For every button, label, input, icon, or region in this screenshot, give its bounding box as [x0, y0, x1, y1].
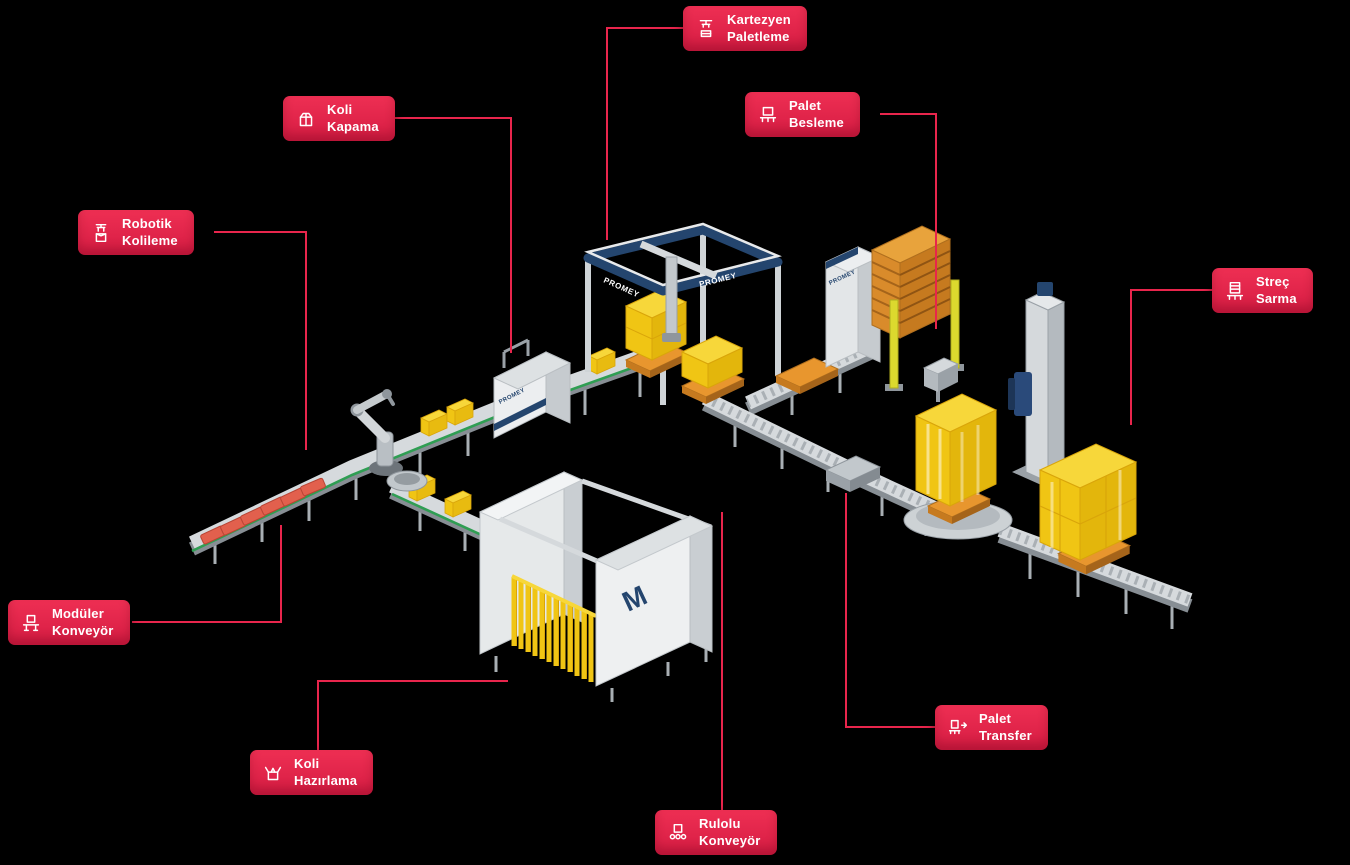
modular-conveyor-icon [19, 611, 43, 635]
label-text: Streç Sarma [1256, 273, 1297, 306]
box-sealing-icon [294, 107, 318, 131]
stretch-wrapping-icon [1223, 279, 1247, 303]
label-palet-transfer[interactable]: Palet Transfer [935, 705, 1048, 750]
control-pedestal [922, 357, 960, 402]
connector-palet-besleme [880, 113, 937, 329]
wrapped-pallet-load [914, 393, 998, 525]
connector-moduler-konveyor [132, 525, 282, 623]
label-text: Palet Besleme [789, 97, 844, 130]
label-strec-sarma[interactable]: Streç Sarma [1212, 268, 1313, 313]
connector-koli-kapama [392, 117, 512, 353]
label-rulolu-konveyor[interactable]: Rulolu Konveyör [655, 810, 777, 855]
roller-conveyor-icon [666, 821, 690, 845]
connector-kartezyen-paletleme [606, 27, 683, 240]
palletized-load-b [680, 335, 745, 405]
robot-case-packing-icon [89, 221, 113, 245]
pallet-feeder: PROMEY [824, 225, 964, 402]
product-trays [200, 477, 326, 545]
pallet-transfer-icon [946, 716, 970, 740]
gantry-palletizer-icon [694, 17, 718, 41]
label-kartezyen-paletleme[interactable]: Kartezyen Paletleme [683, 6, 807, 51]
box-erecting-machine: M [478, 471, 714, 702]
label-robotik-kolileme[interactable]: Robotik Kolileme [78, 210, 194, 255]
cardboard-blank-stack [511, 574, 597, 682]
label-palet-besleme[interactable]: Palet Besleme [745, 92, 860, 137]
pallet-transfer-shuttle [824, 455, 882, 492]
label-text: Kartezyen Paletleme [727, 11, 791, 44]
box-sealing-machine: PROMEY [492, 338, 572, 439]
label-text: Robotik Kolileme [122, 215, 178, 248]
box-erecting-icon [261, 761, 285, 785]
pallet-feeding-icon [756, 103, 780, 127]
robot-arm [350, 389, 428, 492]
connector-robotik-kolileme [214, 231, 307, 450]
connector-strec-sarma [1130, 289, 1212, 425]
film-carriage [1014, 372, 1032, 416]
connector-palet-transfer [845, 493, 935, 728]
wrapped-pallet-output [1038, 443, 1138, 575]
cartesian-palletizer: PROMEY PROMEY [583, 222, 783, 405]
label-koli-hazirlama[interactable]: Koli Hazırlama [250, 750, 374, 795]
label-text: Modüler Konveyör [52, 605, 114, 638]
label-text: Rulolu Konveyör [699, 815, 761, 848]
connector-koli-hazirlama [317, 680, 508, 750]
label-text: Palet Transfer [979, 710, 1032, 743]
label-text: Koli Kapama [327, 101, 379, 134]
label-koli-kapama[interactable]: Koli Kapama [283, 96, 395, 141]
label-moduler-konveyor[interactable]: Modüler Konveyör [8, 600, 130, 645]
label-text: Koli Hazırlama [294, 755, 358, 788]
safety-post [889, 299, 899, 389]
